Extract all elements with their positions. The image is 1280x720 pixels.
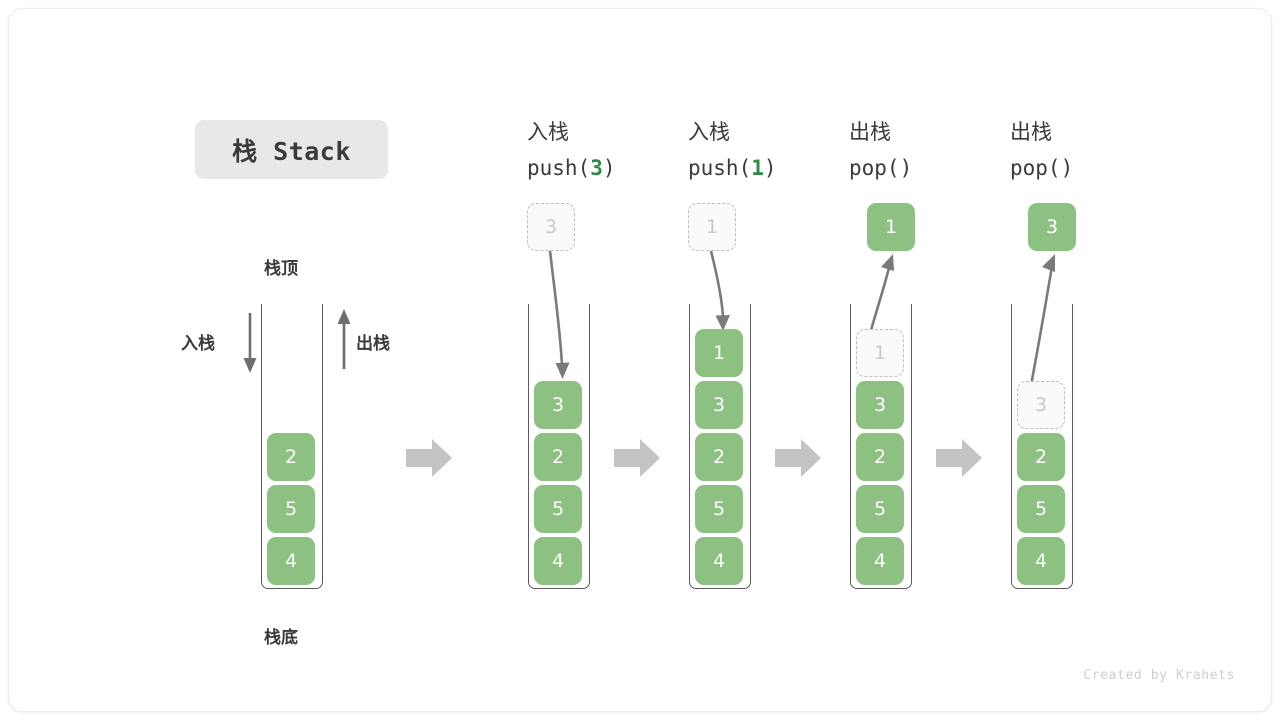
operation-arg: 3: [590, 156, 603, 180]
stack-cell: 2: [1017, 433, 1065, 481]
stack-group-pop-3: 出栈 pop() 3 3 2 5 4: [997, 114, 1117, 594]
transition-arrow-icon: [614, 439, 660, 477]
stack-cell: 5: [534, 485, 582, 533]
stack-cell: 3: [1017, 381, 1065, 429]
pop-side-label: 出栈: [356, 334, 390, 354]
stack-group-push-3: 入栈 push(3) 3 3 2 5 4: [514, 114, 634, 594]
stack-cell: 2: [856, 433, 904, 481]
stack-cell: 4: [1017, 537, 1065, 585]
floating-cell-push-1: 1: [688, 203, 736, 251]
stack-group-push-1: 入栈 push(1) 1 1 3 2 5 4: [675, 114, 795, 594]
transition-arrow-icon: [775, 439, 821, 477]
pop-direction-arrow: [337, 309, 351, 369]
operation-label-pop-3: 出栈 pop(): [1010, 114, 1073, 186]
stack-container-pop-1: 1 3 2 5 4: [850, 304, 912, 589]
stack-bottom-label: 栈底: [264, 628, 298, 648]
stack-container-push-1: 1 3 2 5 4: [689, 304, 751, 589]
stack-top-label: 栈顶: [264, 259, 298, 279]
floating-cell-pop-3: 3: [1028, 203, 1076, 251]
operation-cjk: 出栈: [1010, 120, 1052, 144]
push-direction-arrow: [243, 313, 257, 373]
stack-cell: 5: [695, 485, 743, 533]
push-flow-arrow: [709, 250, 730, 331]
stack-cell: 4: [267, 537, 315, 585]
stack-container-pop-3: 3 2 5 4: [1011, 304, 1073, 589]
transition-arrow-icon: [936, 439, 982, 477]
operation-label-push-3: 入栈 push(3): [527, 114, 616, 186]
stack-cell: 3: [856, 381, 904, 429]
operation-code: pop(): [849, 156, 913, 180]
stack-cell: 5: [1017, 485, 1065, 533]
operation-cjk: 入栈: [527, 120, 569, 144]
title-text: 栈 Stack: [232, 136, 351, 166]
stack-cell: 3: [534, 381, 582, 429]
push-side-label: 入栈: [181, 334, 215, 354]
operation-cjk: 入栈: [688, 120, 730, 144]
operation-arg: 1: [751, 156, 764, 180]
floating-cell-push-3: 3: [527, 203, 575, 251]
stack-group-pop-1: 出栈 pop() 1 1 3 2 5 4: [836, 114, 956, 594]
stack-cell: 4: [856, 537, 904, 585]
floating-cell-pop-1: 1: [867, 203, 915, 251]
operation-label-push-1: 入栈 push(1): [688, 114, 777, 186]
operation-cjk: 出栈: [849, 120, 891, 144]
stack-cells-pop-3: 3 2 5 4: [1017, 381, 1065, 585]
stack-cell: 2: [534, 433, 582, 481]
footer-credit: Created by Krahets: [1083, 668, 1235, 683]
stack-cells-push-3: 3 2 5 4: [534, 381, 582, 585]
transition-arrow-icon: [406, 439, 452, 477]
stack-group-initial: 栈顶 入栈 出栈 2 5 4 栈底: [172, 249, 412, 649]
stack-cell: 2: [267, 433, 315, 481]
stack-cell: 5: [856, 485, 904, 533]
stack-cells-initial: 2 5 4: [267, 433, 315, 585]
stack-cell: 1: [856, 329, 904, 377]
stack-cells-push-1: 1 3 2 5 4: [695, 329, 743, 585]
stack-container-initial: 2 5 4: [261, 304, 323, 589]
push-flow-arrow: [548, 250, 570, 379]
stack-cell: 5: [267, 485, 315, 533]
stack-cells-pop-1: 1 3 2 5 4: [856, 329, 904, 585]
stack-cell: 4: [534, 537, 582, 585]
stack-cell: 4: [695, 537, 743, 585]
operation-code: push(1): [688, 156, 777, 180]
operation-code: push(3): [527, 156, 616, 180]
stack-cell: 3: [695, 381, 743, 429]
title-badge: 栈 Stack: [195, 120, 388, 179]
operation-code: pop(): [1010, 156, 1074, 180]
diagram-card: 栈 Stack 栈顶 入栈 出栈 2 5 4 栈底: [8, 8, 1272, 712]
stack-cell: 1: [695, 329, 743, 377]
stack-container-push-3: 3 2 5 4: [528, 304, 590, 589]
stack-cell: 2: [695, 433, 743, 481]
operation-label-pop-1: 出栈 pop(): [849, 114, 912, 186]
